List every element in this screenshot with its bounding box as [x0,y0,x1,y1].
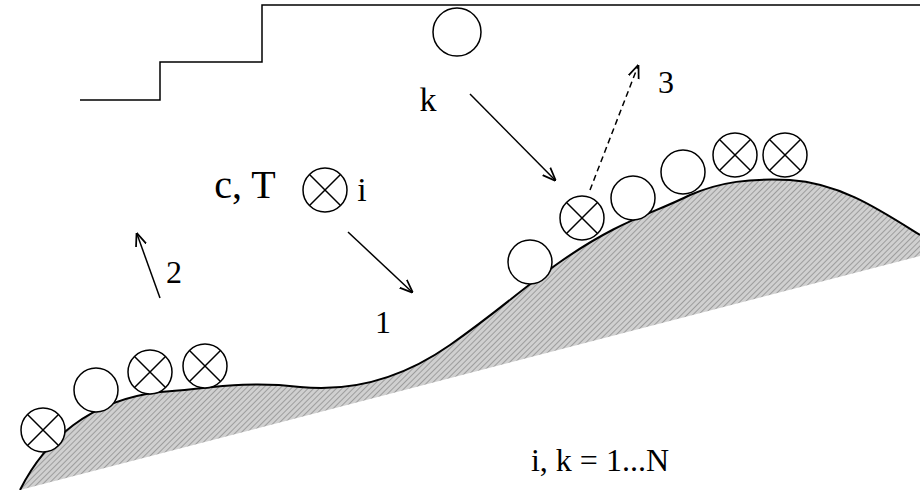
index-range: i, k = 1...N [531,444,669,476]
surface-line [20,180,920,490]
particle-i [560,196,604,240]
particle-k [433,8,481,56]
process-arrows [137,66,638,298]
particle-i [763,133,807,177]
desorption-arrow [137,234,160,298]
particle-cross [567,203,598,234]
particle-i [303,168,347,212]
particle-k [661,150,705,194]
particle-k [611,176,655,220]
particle-k [508,240,552,284]
particle-cross [135,357,166,388]
particle-cross [720,140,751,171]
process-number: 3 [658,66,674,98]
vessel-wall [80,5,920,100]
displacement-arrow [590,66,638,190]
process-number: 1 [375,306,391,338]
particle-i [21,408,65,452]
adsorbed-particles [21,133,807,452]
particle-index: i [357,173,366,207]
particle-i [713,133,757,177]
particle-cross [310,175,341,206]
process-number: 2 [166,256,182,288]
particle-i [128,350,172,394]
particle-i [183,344,227,388]
gas-particles [303,8,481,212]
surface-fill [20,180,920,490]
adsorption-arrow [348,232,412,292]
particle-cross [28,415,59,446]
particle-k [74,368,118,412]
particle-index: k [420,83,437,117]
particle-cross [770,140,801,171]
impact-arrow [470,94,555,180]
medium-conditions: c, T [214,165,275,205]
particle-cross [190,351,221,382]
